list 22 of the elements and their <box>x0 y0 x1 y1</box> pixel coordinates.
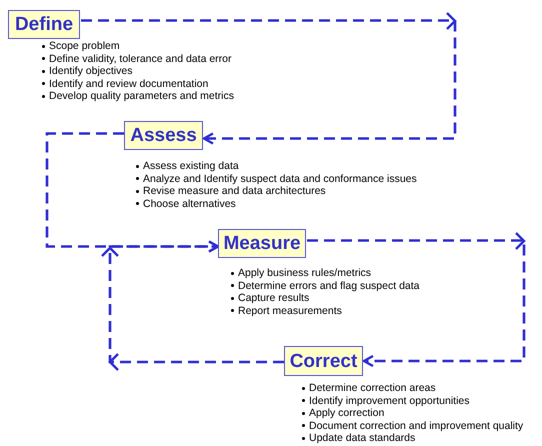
bullet-text: Scope problem <box>49 40 120 52</box>
bullet-text: Develop quality parameters and metrics <box>49 90 234 102</box>
step-box: Define <box>8 10 80 39</box>
step-box: Correct <box>284 346 363 376</box>
bullet-text: Define validity, tolerance and data error <box>49 52 232 65</box>
bullet-text: Determine errors and flag suspect data <box>238 280 420 292</box>
bullet-text: Report measurements <box>238 304 342 317</box>
bullet-text: Revise measure and data architectures <box>143 185 326 198</box>
bullet-text: Identify improvement opportunities <box>309 394 470 407</box>
bullet-text: Capture results <box>238 292 310 304</box>
step-box: Assess <box>124 121 203 150</box>
bullet-text: Choose alternatives <box>143 198 236 210</box>
bullet-text: Assess existing data <box>143 160 239 172</box>
bullet-text: Apply business rules/metrics <box>238 267 372 280</box>
bullet-text: Identify and review documentation <box>49 78 208 90</box>
bullet-text: Determine correction areas <box>309 382 436 394</box>
bullet-text: Document correction and improvement quality <box>309 420 524 432</box>
bullet-text: Update data standards <box>309 432 416 444</box>
step-box: Measure <box>218 229 306 258</box>
bullet-text: Identify objectives <box>49 65 132 78</box>
bullet-text: Apply correction <box>309 407 384 420</box>
bullet-text: Analyze and Identify suspect data and conformance issues <box>143 172 417 185</box>
